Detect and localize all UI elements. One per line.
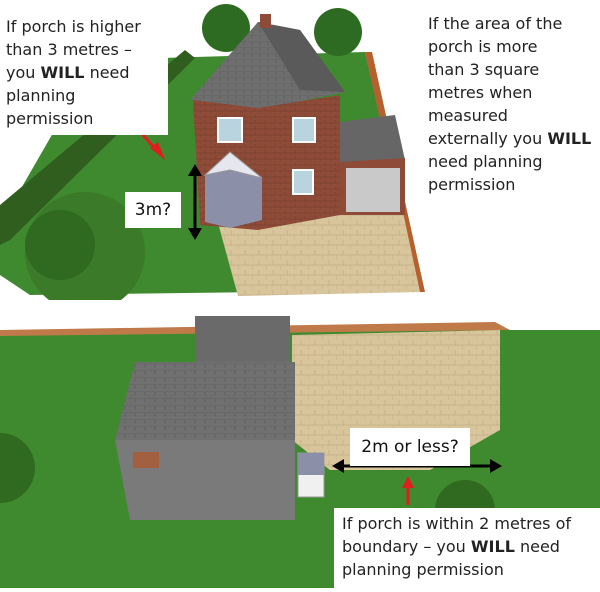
height-label-text: 3m? — [135, 200, 171, 220]
callout-line: need planning — [428, 150, 600, 173]
callout-line: than 3 square — [428, 58, 600, 81]
area-callout: If the area of the porch is more than 3 … — [420, 12, 600, 212]
distance-label: 2m or less? — [350, 428, 470, 466]
callout-emphasis: WILL — [40, 63, 84, 82]
house-roof-plan — [115, 362, 295, 440]
callout-text: boundary – you — [342, 537, 471, 556]
callout-line: planning permission — [342, 558, 600, 581]
callout-line: If the area of the — [428, 12, 600, 35]
callout-line: metres when — [428, 81, 600, 104]
window — [133, 452, 159, 468]
callout-text: need — [84, 63, 129, 82]
callout-text: need — [515, 537, 560, 556]
callout-line: externally you WILL — [428, 127, 600, 150]
callout-text: externally you — [428, 129, 547, 148]
callout-line: planning — [6, 84, 168, 107]
callout-emphasis: WILL — [471, 537, 515, 556]
porch-plan-roof — [298, 453, 324, 475]
callout-line: If porch is within 2 metres of — [342, 512, 600, 535]
callout-line: If porch is higher — [6, 15, 168, 38]
outbuilding — [195, 316, 290, 366]
height-label: 3m? — [125, 192, 181, 228]
callout-line: porch is more — [428, 35, 600, 58]
callout-line: permission — [6, 107, 168, 130]
callout-emphasis: WILL — [547, 129, 591, 148]
callout-line: boundary – you WILL need — [342, 535, 600, 558]
distance-label-text: 2m or less? — [361, 437, 459, 457]
callout-line: permission — [428, 173, 600, 196]
callout-line: than 3 metres – — [6, 38, 168, 61]
height-callout: If porch is higher than 3 metres – you W… — [0, 15, 168, 135]
boundary-callout: If porch is within 2 metres of boundary … — [334, 508, 600, 592]
callout-line: measured — [428, 104, 600, 127]
callout-line: you WILL need — [6, 61, 168, 84]
callout-text: you — [6, 63, 40, 82]
